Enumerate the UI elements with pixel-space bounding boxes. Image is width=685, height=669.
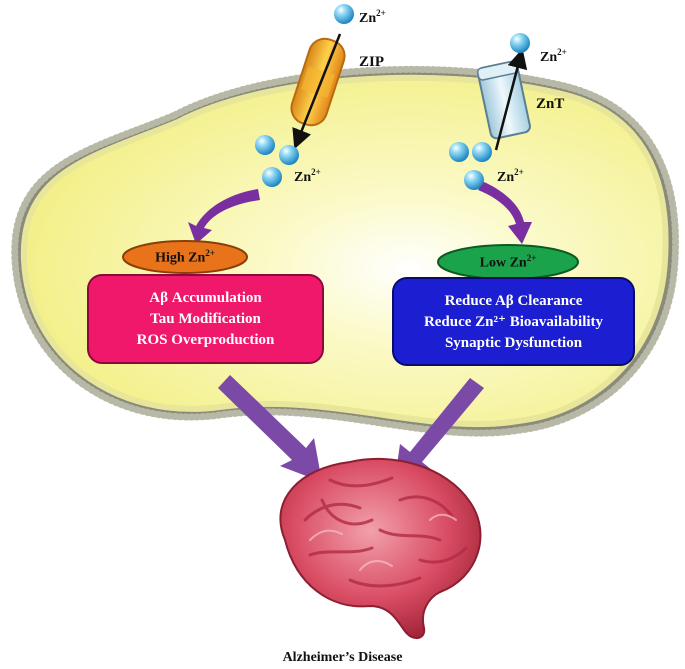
high-zinc-effects-box <box>87 274 324 364</box>
low-curve-arrow <box>478 182 532 244</box>
high-curve-arrow <box>188 189 260 244</box>
high-zinc-oval <box>122 240 248 274</box>
high-zinc-label: High Zn2+ <box>155 248 215 266</box>
high-zinc-effects: Aβ Accumulation Tau Modification ROS Ove… <box>88 288 323 351</box>
effect-reduce-abeta-clearance: Reduce Aβ Clearance <box>444 293 583 309</box>
effect-ros-overproduction: ROS Overproduction <box>136 332 275 348</box>
low-zinc-effects: Reduce Aβ Clearance Reduce Zn²⁺ Bioavail… <box>393 291 634 354</box>
zinc-ion <box>255 135 275 155</box>
effect-synaptic-dysfunction: Synaptic Dysfunction <box>444 335 583 351</box>
brain-illustration <box>279 457 482 639</box>
zn-label-inside-left: Zn2+ <box>294 167 321 185</box>
high-to-brain-arrow <box>218 375 322 482</box>
zn-label-top-right: Zn2+ <box>540 47 567 65</box>
zinc-ion <box>279 145 299 165</box>
cell-membrane-beads <box>11 65 680 437</box>
zip-influx-arrow <box>292 33 342 150</box>
zinc-ion <box>464 170 484 190</box>
zn-label-top-left: Zn2+ <box>359 8 386 26</box>
low-zinc-label: Low Zn2+ <box>479 253 537 271</box>
zn-label-inside-right: Zn2+ <box>497 167 524 185</box>
zinc-ion <box>472 142 492 162</box>
low-to-brain-arrow <box>394 378 484 486</box>
zinc-ion <box>334 4 354 24</box>
znt-label: ZnT <box>536 96 564 112</box>
znt-efflux-arrow <box>494 48 528 151</box>
effect-abeta-accumulation: Aβ Accumulation <box>149 290 262 306</box>
low-zinc-effects-box <box>392 277 635 366</box>
zip-transporter <box>290 37 346 127</box>
zinc-ion <box>510 33 530 53</box>
effect-tau-modification: Tau Modification <box>150 311 261 327</box>
zinc-ion <box>449 142 469 162</box>
outcome-caption: Alzheimer’s Disease <box>282 650 403 665</box>
zip-label: ZIP <box>359 54 384 70</box>
cell-cytoplasm <box>20 74 669 428</box>
effect-reduce-zinc-bioavailability: Reduce Zn²⁺ Bioavailability <box>423 314 604 330</box>
zinc-ion <box>262 167 282 187</box>
